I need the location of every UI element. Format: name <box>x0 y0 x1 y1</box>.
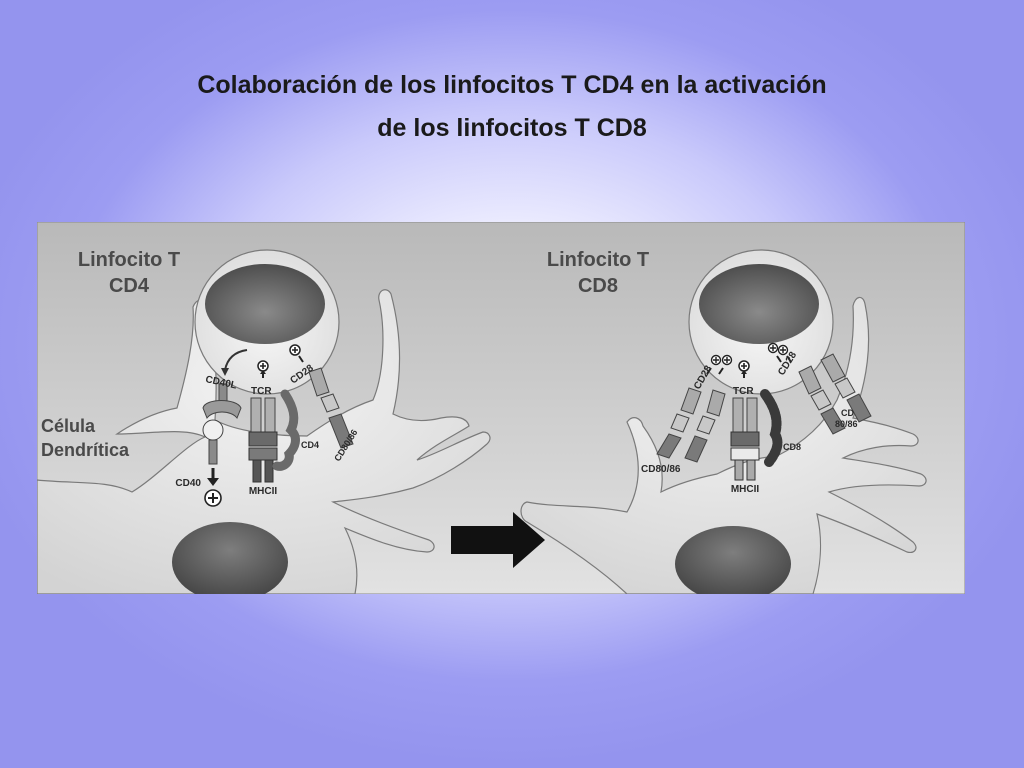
t-cell-cd4-nucleus <box>205 264 325 344</box>
label-cd40: CD40 <box>175 478 201 489</box>
plus-icon-cd28-left <box>289 344 304 363</box>
label-mhcii-right: MHCII <box>731 484 760 495</box>
label-linfocito-t-cd8-line2: CD8 <box>578 275 618 297</box>
t-cell-cd8-nucleus <box>699 264 819 344</box>
tcr-mhcii-complex-left <box>248 397 278 483</box>
dendritic-cell-right <box>520 296 927 594</box>
cd28-cd8086-left <box>308 367 354 449</box>
label-cd8086-right: CD80/86 <box>641 464 681 475</box>
label-linfocito-t-cd4-line2: CD4 <box>109 275 150 297</box>
label-tcr-left: TCR <box>251 386 272 397</box>
label-cd4: CD4 <box>301 440 319 450</box>
tcr-mhcii-complex-right <box>730 397 760 481</box>
cd28-cd8086-right-left <box>656 387 726 463</box>
label-linfocito-t-cd8-line1: Linfocito T <box>547 249 649 271</box>
cd40l-arrowhead <box>221 368 229 376</box>
plus-icons-cd28-right <box>767 342 792 363</box>
label-mhcii-left: MHCII <box>249 486 278 497</box>
title-line-2: de los linfocitos T CD8 <box>377 114 647 142</box>
cd28-cd8086-right-right <box>798 353 872 435</box>
plus-icons-cd28-left-right <box>706 354 733 375</box>
label-linfocito-t-cd4-line1: Linfocito T <box>78 249 180 271</box>
label-cd-line2: 80/86 <box>835 419 858 429</box>
title-line-1: Colaboración de los linfocitos T CD4 en … <box>197 71 827 99</box>
dendritic-nucleus-left <box>172 522 288 594</box>
label-dendritica-line2: Dendrítica <box>41 440 130 460</box>
label-cd8: CD8 <box>783 442 801 452</box>
label-cd-line1: CD <box>841 408 854 418</box>
transition-arrow <box>451 512 545 568</box>
cd8-molecule <box>760 389 783 467</box>
diagram-panel: Linfocito T CD4 Célula Dendrítica CD40L … <box>37 222 965 594</box>
right-scene: Linfocito T CD8 CD28 TCR CD28 CD 80/86 C… <box>520 249 927 594</box>
dendritic-nucleus-right <box>675 526 791 594</box>
plus-icon-tcr-left <box>257 360 269 378</box>
slide-title: Colaboración de los linfocitos T CD4 en … <box>0 64 1024 150</box>
label-tcr-right: TCR <box>733 386 754 397</box>
cd40l-arrow <box>224 349 248 371</box>
label-celula-line1: Célula <box>41 416 96 436</box>
cd4-molecule <box>272 389 300 471</box>
cd40l-cd40-complex <box>202 383 242 507</box>
diagram-svg: Linfocito T CD4 Célula Dendrítica CD40L … <box>37 222 965 594</box>
plus-icon-tcr-right <box>738 360 750 378</box>
left-scene: Linfocito T CD4 Célula Dendrítica CD40L … <box>37 249 491 594</box>
